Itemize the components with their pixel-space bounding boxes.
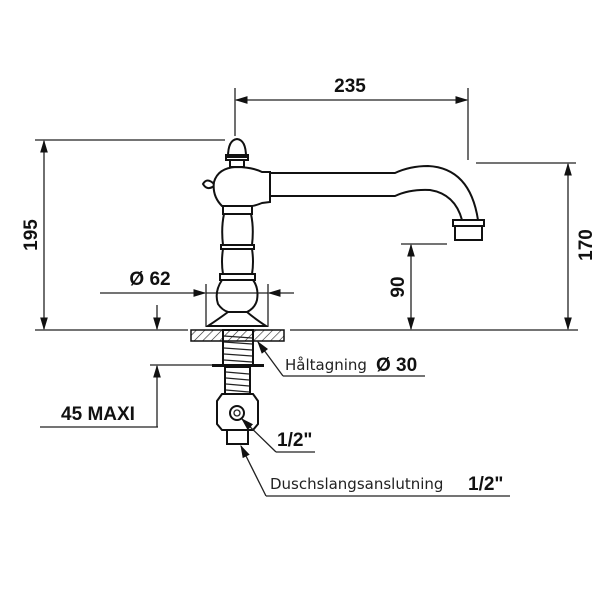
faucet-body <box>201 137 485 327</box>
callout-hole: Håltagning Ø 30 <box>257 340 425 377</box>
dimension-90-label: 90 <box>388 276 409 297</box>
mounting-assembly <box>190 329 285 445</box>
callout-thread: 1/2" <box>241 418 315 453</box>
hole-label: Håltagning <box>285 356 367 374</box>
dimension-62-label: Ø 62 <box>129 269 170 290</box>
dimension-90: 90 <box>388 243 447 331</box>
callout-hose-connection: Duschslangsanslutning 1/2" <box>240 444 510 497</box>
dimension-170: 170 <box>476 162 597 331</box>
hose-connection-value: 1/2" <box>468 474 503 495</box>
dimension-45-label: 45 MAXI <box>61 404 135 425</box>
dimension-diameter-62: Ø 62 <box>100 269 294 326</box>
dimension-170-label: 170 <box>576 229 597 261</box>
thread-value: 1/2" <box>277 430 312 451</box>
hole-diameter-value: Ø 30 <box>376 355 417 376</box>
dimension-235-label: 235 <box>334 76 366 97</box>
dimension-235: 235 <box>234 76 469 160</box>
hose-connection-label: Duschslangsanslutning <box>270 475 443 493</box>
dimension-195-label: 195 <box>21 219 42 251</box>
dimension-195: 195 <box>21 139 225 331</box>
